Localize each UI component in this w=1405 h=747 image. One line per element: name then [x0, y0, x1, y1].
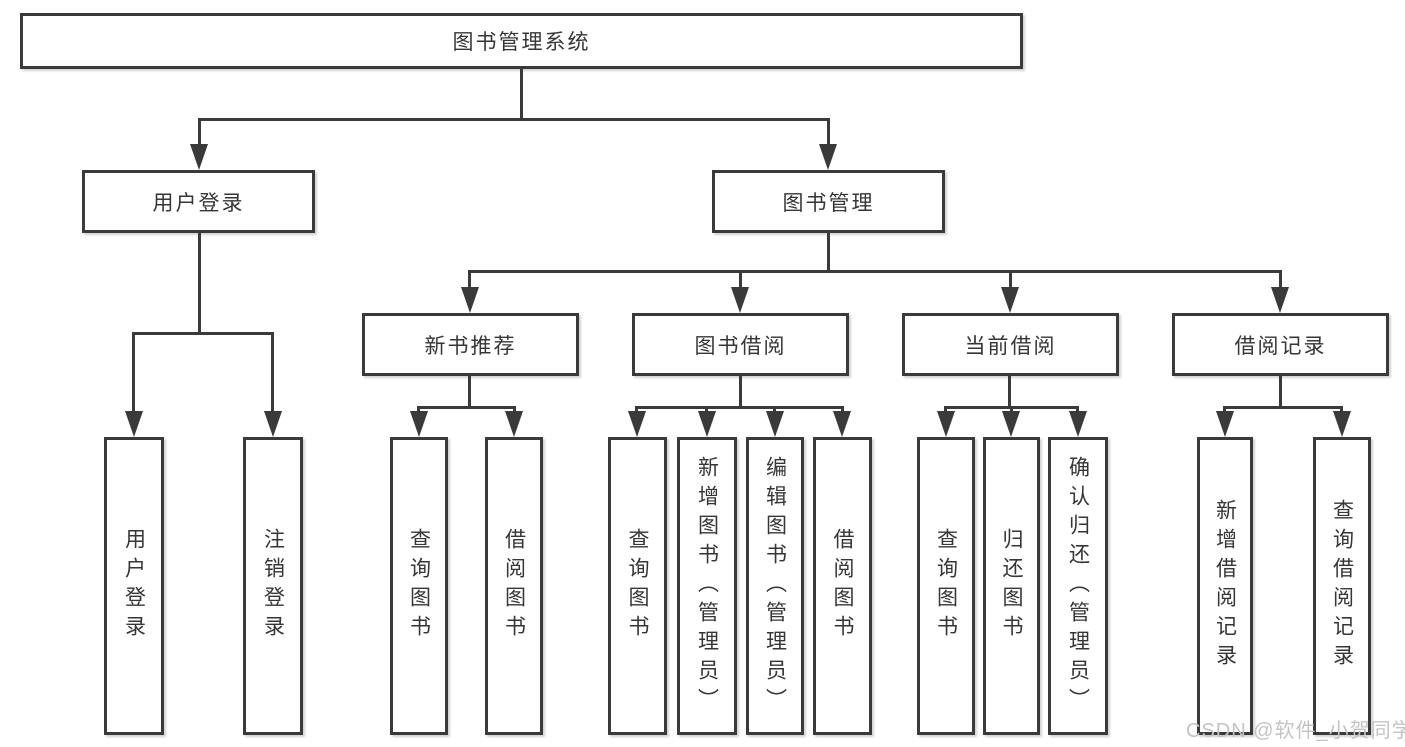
connector-stem-book-borrow	[739, 270, 742, 292]
leaf-user-login: 用户登录	[104, 437, 164, 735]
leaf-bb-edit-books-admin-label: 编辑图书（管理员）	[763, 455, 787, 717]
leaf-user-login-label: 用户登录	[122, 528, 146, 644]
leaf-br-add-record: 新增借阅记录	[1197, 437, 1253, 735]
node-book-mgmt: 图书管理	[712, 170, 945, 233]
connector-borrow-records-drop	[1279, 376, 1282, 409]
connector-borrow-records-rail	[1223, 406, 1343, 409]
connector-stem-user-login	[198, 118, 201, 150]
node-user-login-label: 用户登录	[152, 191, 245, 215]
leaf-cb-confirm-return-admin: 确认归还（管理员）	[1048, 437, 1108, 735]
arrow-to-bb-query	[628, 411, 646, 437]
connector-stem-current-borrow	[1009, 270, 1012, 292]
connector-new-book-rec-rail	[417, 406, 516, 409]
node-root-label: 图书管理系统	[452, 31, 591, 54]
node-borrow-records: 借阅记录	[1172, 313, 1389, 376]
leaf-br-query-record-label: 查询借阅记录	[1330, 499, 1354, 673]
node-current-borrow: 当前借阅	[902, 313, 1119, 376]
node-borrow-records-label: 借阅记录	[1234, 334, 1327, 358]
connector-new-book-rec-drop	[468, 376, 471, 409]
arrow-to-bb-borrow	[833, 411, 851, 437]
arrow-to-borrow-records	[1271, 287, 1289, 313]
arrow-to-user-login	[190, 144, 208, 170]
connector-stem-new-book-rec	[468, 270, 471, 292]
leaf-cb-query-books-label: 查询图书	[934, 528, 958, 644]
leaf-br-add-record-label: 新增借阅记录	[1213, 499, 1237, 673]
connector-current-borrow-drop	[1008, 376, 1011, 409]
leaf-bb-add-books-admin: 新增图书（管理员）	[677, 437, 737, 735]
leaf-logout: 注销登录	[243, 437, 303, 735]
connector-stem-leaf-logout	[271, 332, 274, 416]
leaf-nbr-query-books-label: 查询图书	[407, 528, 431, 644]
node-root: 图书管理系统	[20, 13, 1023, 69]
connector-stem-borrow-records	[1279, 270, 1282, 292]
arrow-to-bb-add	[698, 411, 716, 437]
arrow-to-bb-edit	[766, 411, 784, 437]
arrow-to-cb-query	[937, 411, 955, 437]
arrow-to-cb-confirm	[1069, 411, 1087, 437]
arrow-to-br-query	[1333, 411, 1351, 437]
connector-user-login-drop	[198, 233, 201, 334]
arrow-to-book-mgmt	[819, 144, 837, 170]
arrow-to-new-book-rec	[461, 287, 479, 313]
node-book-borrow: 图书借阅	[632, 313, 849, 376]
leaf-cb-return-books: 归还图书	[983, 437, 1040, 735]
node-book-mgmt-label: 图书管理	[782, 191, 875, 215]
connector-book-borrow-rail	[635, 406, 844, 409]
connector-stem-book-mgmt	[827, 118, 830, 150]
arrow-to-nbr-query	[410, 411, 428, 437]
arrow-to-current-borrow	[1001, 287, 1019, 313]
connector-root-drop	[520, 69, 523, 118]
arrow-to-leaf-login	[125, 411, 143, 437]
connector-stem-leaf-login	[132, 332, 135, 416]
connector-user-login-rail	[132, 332, 274, 335]
connector-book-borrow-drop	[739, 376, 742, 409]
node-new-book-rec: 新书推荐	[362, 313, 579, 376]
leaf-nbr-borrow-books-label: 借阅图书	[502, 528, 526, 644]
leaf-nbr-borrow-books: 借阅图书	[485, 437, 543, 735]
leaf-bb-borrow-books: 借阅图书	[813, 437, 872, 735]
leaf-bb-edit-books-admin: 编辑图书（管理员）	[746, 437, 804, 735]
node-book-borrow-label: 图书借阅	[694, 334, 787, 358]
leaf-logout-label: 注销登录	[261, 528, 285, 644]
watermark: CSDN @软件_小贺同学	[1186, 720, 1405, 742]
leaf-bb-query-books: 查询图书	[608, 437, 667, 735]
arrow-to-leaf-logout	[264, 411, 282, 437]
leaf-cb-confirm-return-admin-label: 确认归还（管理员）	[1066, 455, 1090, 717]
connector-book-mgmt-rail	[468, 270, 1282, 273]
node-current-borrow-label: 当前借阅	[964, 334, 1057, 358]
leaf-nbr-query-books: 查询图书	[390, 437, 448, 735]
connector-book-mgmt-drop	[827, 233, 830, 273]
arrow-to-cb-return	[1002, 411, 1020, 437]
leaf-cb-query-books: 查询图书	[917, 437, 975, 735]
connector-root-rail	[198, 118, 830, 121]
leaf-bb-query-books-label: 查询图书	[626, 528, 649, 644]
leaf-bb-add-books-admin-label: 新增图书（管理员）	[695, 455, 719, 717]
arrow-to-br-add	[1216, 411, 1234, 437]
leaf-br-query-record: 查询借阅记录	[1313, 437, 1371, 735]
node-user-login: 用户登录	[82, 170, 315, 233]
leaf-bb-borrow-books-label: 借阅图书	[831, 528, 854, 644]
arrow-to-nbr-borrow	[505, 411, 523, 437]
arrow-to-book-borrow	[731, 287, 749, 313]
node-new-book-rec-label: 新书推荐	[424, 334, 517, 358]
leaf-cb-return-books-label: 归还图书	[1000, 528, 1023, 644]
